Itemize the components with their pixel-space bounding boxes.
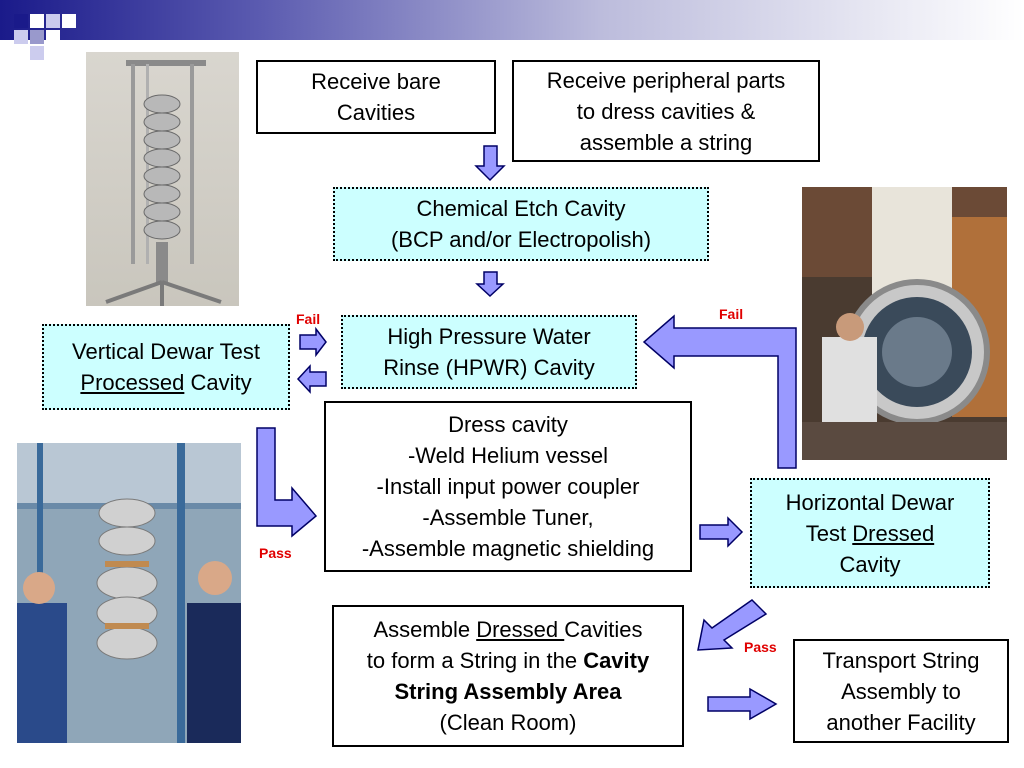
box-text-line: Processed Cavity (80, 367, 251, 398)
arrow-fail-right (299, 326, 327, 358)
box-text: assemble a string (579, 129, 753, 155)
bold-text: String Assembly Area (394, 679, 622, 704)
underlined-word: Dressed (852, 520, 935, 546)
deco-square (46, 30, 60, 44)
box-text: another Facility (826, 709, 976, 735)
box-text: Assemble (373, 617, 477, 642)
box-text: Receive bare (311, 69, 441, 94)
box-text: to form a String in the (366, 648, 584, 673)
deco-square (46, 14, 60, 28)
box-text-line: Test Dressed (806, 518, 934, 549)
box-text-line: to form a String in the Cavity (367, 645, 649, 676)
assembly-photo (17, 443, 241, 743)
box-text: Transport String (822, 647, 980, 673)
fail-label-vertical: Fail (296, 311, 321, 327)
box-text-line: Assemble Dressed Cavities (373, 614, 642, 645)
assemble-string-box: Assemble Dressed Cavities to form a Stri… (332, 605, 684, 747)
arrow-to-horizontal (699, 516, 744, 548)
arrow-down-1 (474, 145, 506, 182)
underlined-word: Processed (80, 370, 185, 395)
transport-string-box: Transport String Assembly to another Fac… (793, 639, 1009, 743)
box-text: (BCP and/or Electropolish) (390, 227, 652, 252)
box-text: Assembly to (841, 678, 961, 704)
arrow-fail-back (642, 314, 797, 469)
dress-cavity-box: Dress cavity -Weld Helium vessel -Instal… (324, 401, 692, 572)
hpwr-box: High Pressure Water Rinse (HPWR) Cavity (341, 315, 637, 389)
box-text: Horizontal Dewar (785, 489, 955, 515)
arrow-pass-to-dress (256, 427, 318, 538)
deco-square (14, 46, 28, 60)
deco-square (30, 46, 44, 60)
receive-peripheral-parts-box: Receive peripheral parts to dress caviti… (512, 60, 820, 162)
chemical-etch-box: Chemical Etch Cavity (BCP and/or Electro… (333, 187, 709, 261)
cryostat-illustration (802, 187, 1007, 460)
box-text: Cavity (184, 370, 252, 395)
box-text: (Clean Room) (439, 710, 577, 735)
bold-word: Cavity (583, 648, 650, 673)
deco-square (30, 14, 44, 28)
arrow-to-vertical-left (296, 364, 327, 394)
box-text: Cavities (564, 617, 643, 642)
box-text: Dress cavity (448, 412, 568, 437)
box-text: -Assemble magnetic shielding (361, 536, 655, 561)
box-text: to dress cavities & (576, 98, 756, 124)
cryostat-photo (802, 187, 1007, 460)
arrow-pass-diagonal (697, 599, 768, 651)
box-text: Receive peripheral parts (546, 67, 786, 93)
underlined-word: Dressed (476, 617, 565, 642)
box-text: -Assemble Tuner, (422, 505, 594, 530)
cavity-string-illustration (105, 60, 222, 306)
box-text: Vertical Dewar Test (72, 339, 260, 364)
assembly-illustration (17, 443, 241, 743)
deco-square (14, 14, 28, 28)
pass-label-horizontal: Pass (744, 639, 777, 655)
vertical-dewar-test-box: Vertical Dewar Test Processed Cavity (42, 324, 290, 410)
box-text: Test (805, 520, 853, 546)
box-text: -Install input power coupler (376, 474, 640, 499)
box-text: Cavity (839, 551, 901, 577)
box-text: High Pressure Water (387, 324, 591, 349)
fail-label-horizontal: Fail (719, 306, 744, 322)
box-text: Cavities (336, 100, 416, 125)
arrow-down-2 (475, 271, 505, 298)
box-text: -Weld Helium vessel (407, 443, 609, 468)
pass-label-vertical: Pass (259, 545, 292, 561)
receive-bare-cavities-box: Receive bare Cavities (256, 60, 496, 134)
deco-square (14, 30, 28, 44)
box-text: Rinse (HPWR) Cavity (383, 355, 595, 380)
cavity-string-photo (86, 52, 239, 306)
horizontal-dewar-test-box: Horizontal Dewar Test Dressed Cavity (750, 478, 990, 588)
arrow-to-transport (707, 687, 778, 721)
deco-square (62, 14, 76, 28)
deco-square (30, 30, 44, 44)
title-band (0, 0, 1024, 40)
box-text: Chemical Etch Cavity (416, 196, 626, 221)
